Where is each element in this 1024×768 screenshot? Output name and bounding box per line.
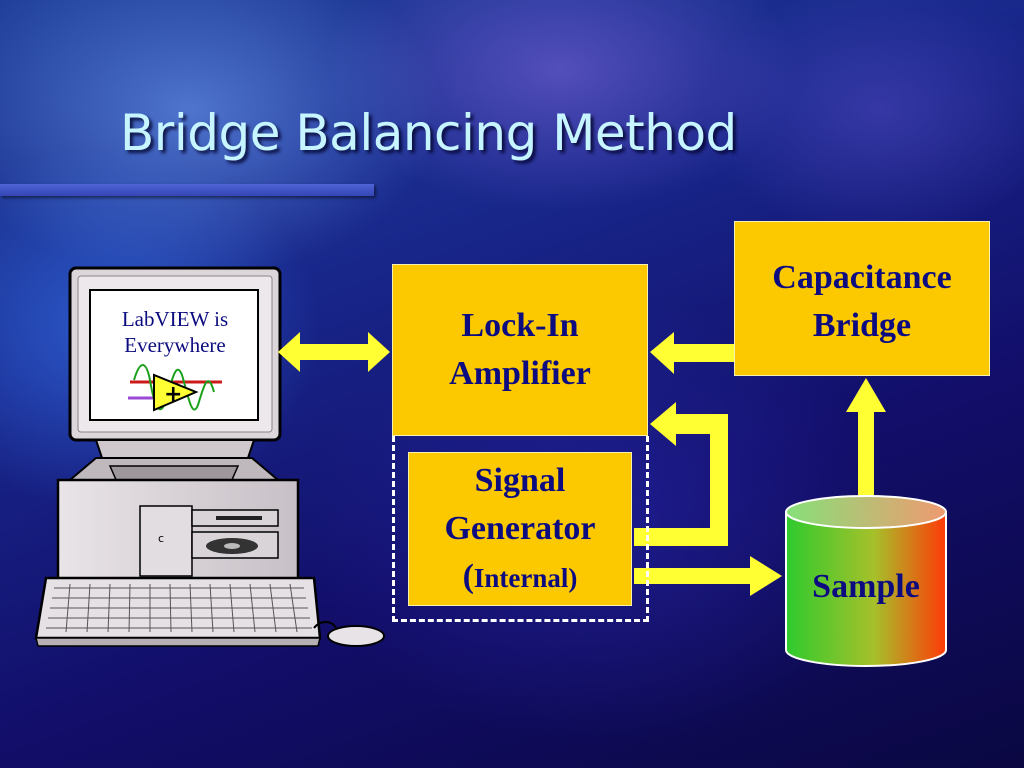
signal-internal-text: Internal) xyxy=(473,562,578,593)
signal-label-line1: Signal xyxy=(474,461,566,499)
computer-tower: c xyxy=(56,457,300,582)
lock-in-label-line2: Amplifier xyxy=(449,355,591,392)
slide-title: Bridge Balancing Method xyxy=(120,104,737,162)
keyboard xyxy=(34,576,322,647)
capacitance-label-line1: Capacitance xyxy=(772,258,952,296)
arrow-computer-lockin xyxy=(278,332,390,372)
svg-text:+: + xyxy=(164,382,182,407)
sample-label: Sample xyxy=(812,568,920,605)
monitor xyxy=(68,266,282,459)
arrow-bridge-to-lockin xyxy=(650,332,734,374)
drive-letter: c xyxy=(158,532,164,545)
title-underline-bar xyxy=(0,184,374,196)
computer-screen-text: LabVIEW is Everywhere xyxy=(94,306,256,358)
arrow-generator-to-sample xyxy=(634,556,782,596)
lock-in-label-line1: Lock-In xyxy=(461,307,579,344)
arrow-generator-to-lockin xyxy=(634,402,728,546)
capacitance-bridge-block: Capacitance Bridge xyxy=(734,221,990,376)
mouse xyxy=(313,621,385,647)
screen-line-1: LabVIEW is xyxy=(121,307,229,331)
capacitance-label-line2: Bridge xyxy=(812,306,912,344)
internal-group-outline xyxy=(392,436,649,622)
lock-in-amplifier-block: Lock-In Amplifier xyxy=(392,264,648,436)
signal-label-line3: (Internal) xyxy=(444,553,595,602)
arrow-sample-to-bridge xyxy=(846,378,886,520)
signal-generator-block: Signal Generator (Internal) xyxy=(408,452,632,606)
signal-arrows xyxy=(278,332,886,596)
sample-cylinder xyxy=(785,495,947,667)
screen-line-2: Everywhere xyxy=(124,333,226,357)
signal-open-paren: ( xyxy=(462,557,474,595)
labview-amplifier-glyph: + xyxy=(128,364,222,412)
signal-label-line2: Generator xyxy=(444,509,596,547)
computer-illustration: + c xyxy=(34,266,385,647)
